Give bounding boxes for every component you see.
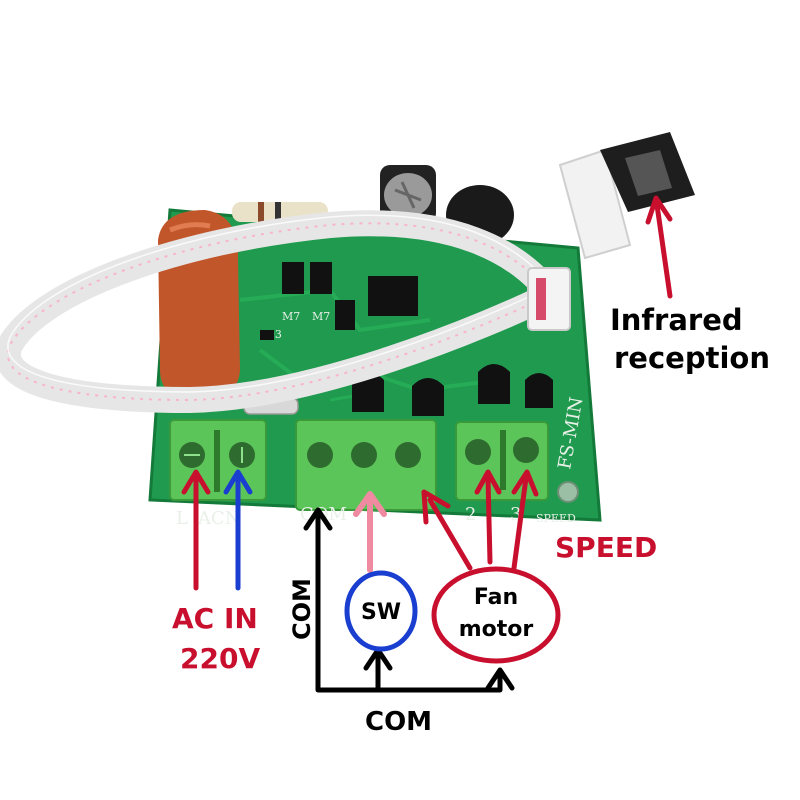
ic-chips xyxy=(260,262,418,340)
silk-acn: ACN xyxy=(197,508,241,529)
cable-connector xyxy=(527,267,571,331)
ac-in-label-line1: AC IN xyxy=(172,602,258,635)
fan-motor-node: Fan motor xyxy=(431,566,561,664)
fan-arrow-left xyxy=(427,497,473,571)
fan-label-line1: Fan xyxy=(474,585,518,610)
com-wire xyxy=(315,509,503,693)
infrared-label-line2: reception xyxy=(614,341,770,375)
silk-2: 2 xyxy=(465,504,476,525)
ac-in-label-line2: 220V xyxy=(180,642,260,675)
silk-m7-a: M7 xyxy=(282,310,300,323)
fan-arrow-mid xyxy=(485,475,493,565)
fan-arrow-right xyxy=(511,475,529,571)
silk-3: 3 xyxy=(510,504,521,525)
speed-label: SPEED xyxy=(555,531,657,564)
infrared-label-line1: Infrared xyxy=(610,303,743,337)
infrared-arrow xyxy=(654,202,673,299)
electrolytic-capacitor xyxy=(380,165,436,223)
switch-node: SW xyxy=(344,570,418,652)
com-vertical-label: COM xyxy=(288,578,316,640)
sw-label: SW xyxy=(361,600,401,625)
silk-l: L xyxy=(176,508,188,529)
fan-label-line2: motor xyxy=(459,617,534,642)
com-bottom-label: COM xyxy=(365,707,432,737)
silk-speed: SPEED xyxy=(536,512,576,525)
wiring-arrows xyxy=(181,195,673,693)
ribbon-cable xyxy=(0,210,566,414)
terminal-block-switch xyxy=(295,419,437,511)
infrared-receiver xyxy=(558,132,695,260)
silk-m7-b: M7 xyxy=(312,310,330,323)
